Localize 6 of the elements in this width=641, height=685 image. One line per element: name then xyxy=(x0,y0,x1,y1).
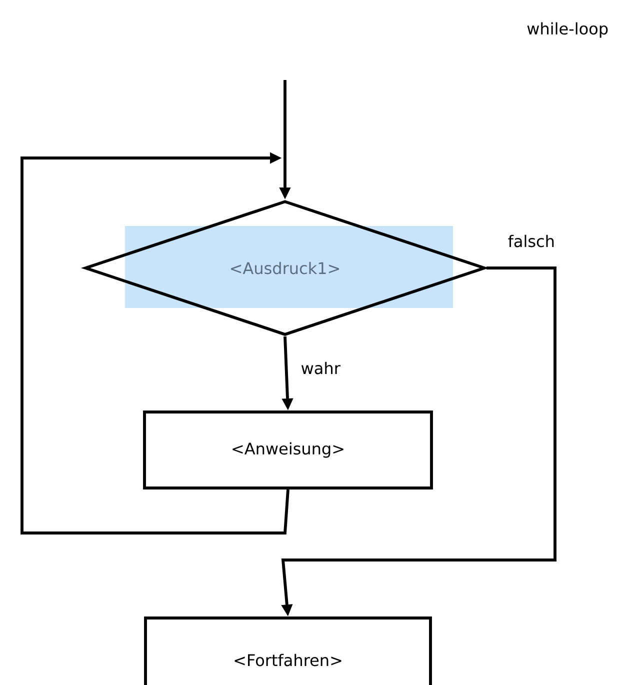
process-box: <Anweisung> xyxy=(143,410,433,490)
title: while-loop xyxy=(527,22,608,38)
edge-label: wahr xyxy=(299,360,342,376)
arrow xyxy=(20,152,290,534)
process-box: <Fortfahren> xyxy=(144,616,432,685)
edge-label: falsch xyxy=(506,233,556,249)
